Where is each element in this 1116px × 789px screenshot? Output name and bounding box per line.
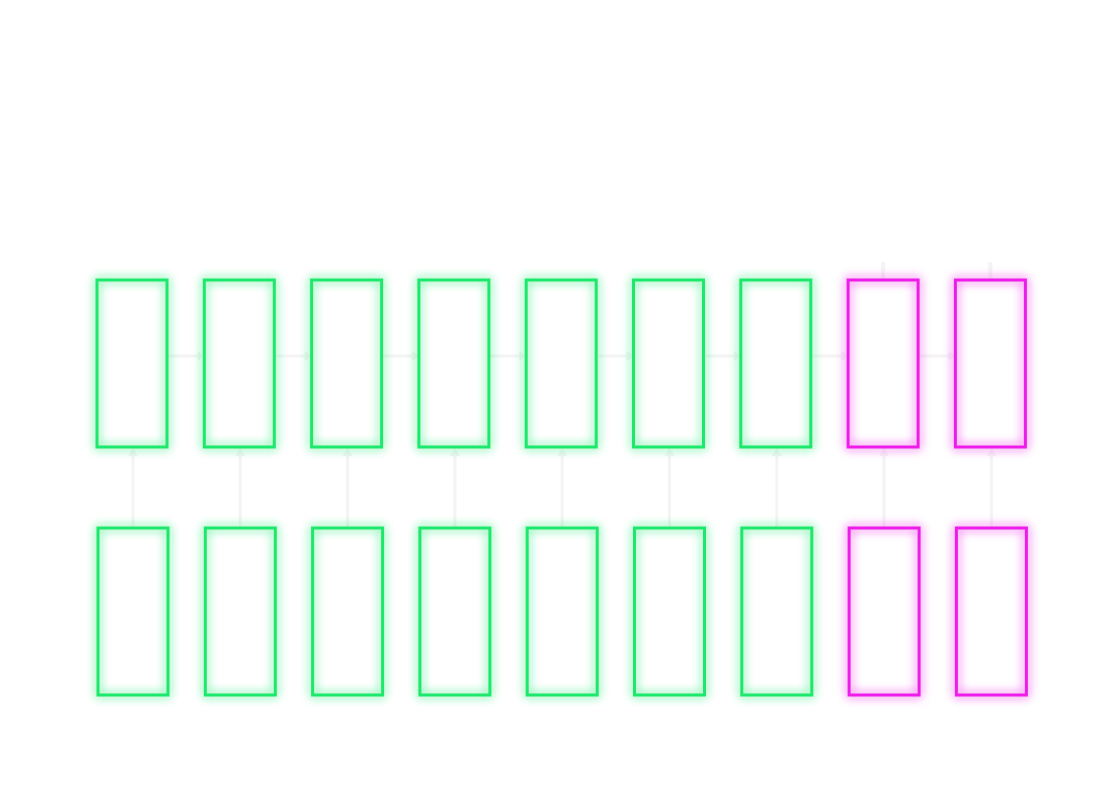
input-cell — [418, 526, 492, 697]
hidden-cell — [632, 278, 705, 449]
hidden-cell-output — [846, 278, 920, 449]
hidden-cell — [95, 278, 169, 449]
hidden-cell-output — [953, 278, 1027, 449]
hidden-cell — [310, 278, 384, 449]
input-cell — [203, 526, 277, 697]
hidden-cell — [524, 278, 598, 449]
input-cell — [633, 526, 706, 697]
input-cell-output — [954, 526, 1028, 697]
input-cell — [740, 526, 814, 697]
input-cell — [311, 526, 385, 697]
input-cell-output — [847, 526, 921, 697]
hidden-cell — [417, 278, 491, 449]
input-cell — [96, 526, 170, 697]
input-cell — [525, 526, 599, 697]
hidden-cell — [202, 278, 276, 449]
hidden-cell — [739, 278, 813, 449]
